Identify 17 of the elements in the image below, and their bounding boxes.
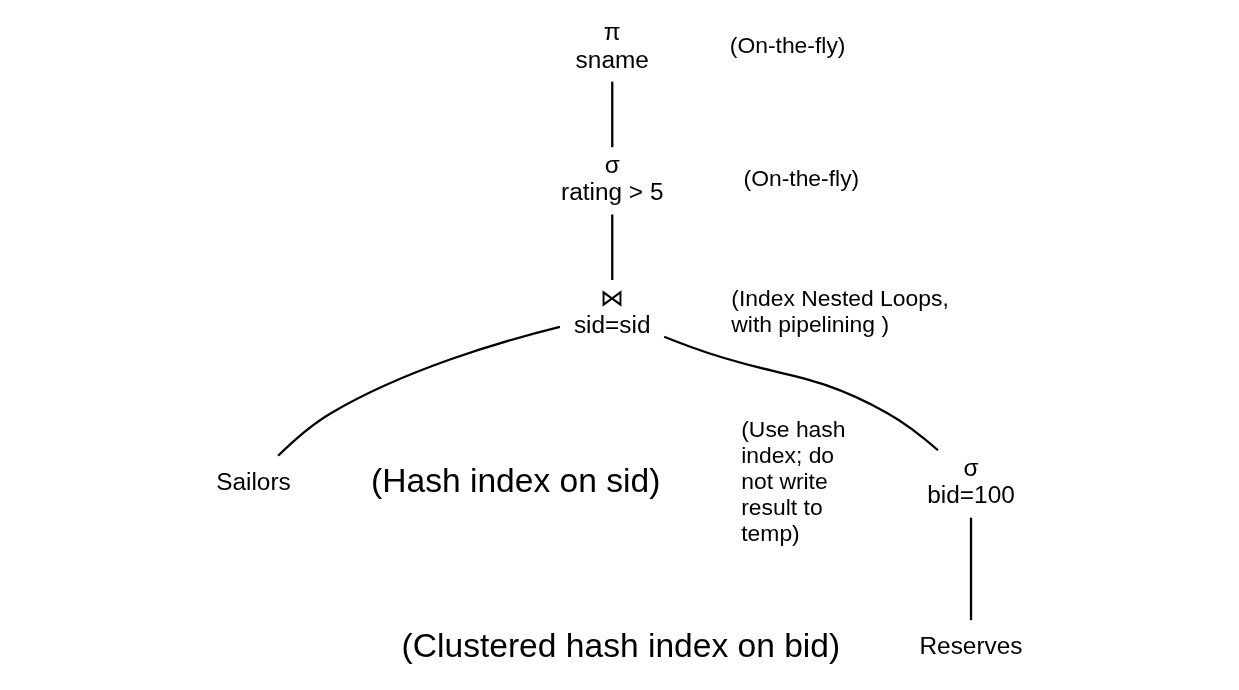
connector xyxy=(611,81,614,148)
node-text: Sailors xyxy=(216,467,291,495)
node-text: ⋈ sid=sid xyxy=(573,283,651,339)
node-label: (Index Nested Loops, with pipelining ) xyxy=(731,285,949,338)
node-label: (On-the-fly) xyxy=(729,32,846,59)
connector xyxy=(663,335,939,452)
node-label: (Hash index on sid) xyxy=(371,462,661,500)
connector xyxy=(611,214,614,281)
node-text: σ rating > 5 xyxy=(561,150,664,206)
node-label: (On-the-fly) xyxy=(743,165,860,192)
node-label: (Clustered hash index on bid) xyxy=(401,626,841,664)
node-text: π sname xyxy=(575,18,649,73)
node-label: (Use hash index; do not write result to temp) xyxy=(741,416,846,547)
connector xyxy=(969,517,973,621)
node-text: Reserves xyxy=(919,631,1023,659)
node-text: σ bid=100 xyxy=(927,453,1015,509)
connector xyxy=(277,325,561,457)
